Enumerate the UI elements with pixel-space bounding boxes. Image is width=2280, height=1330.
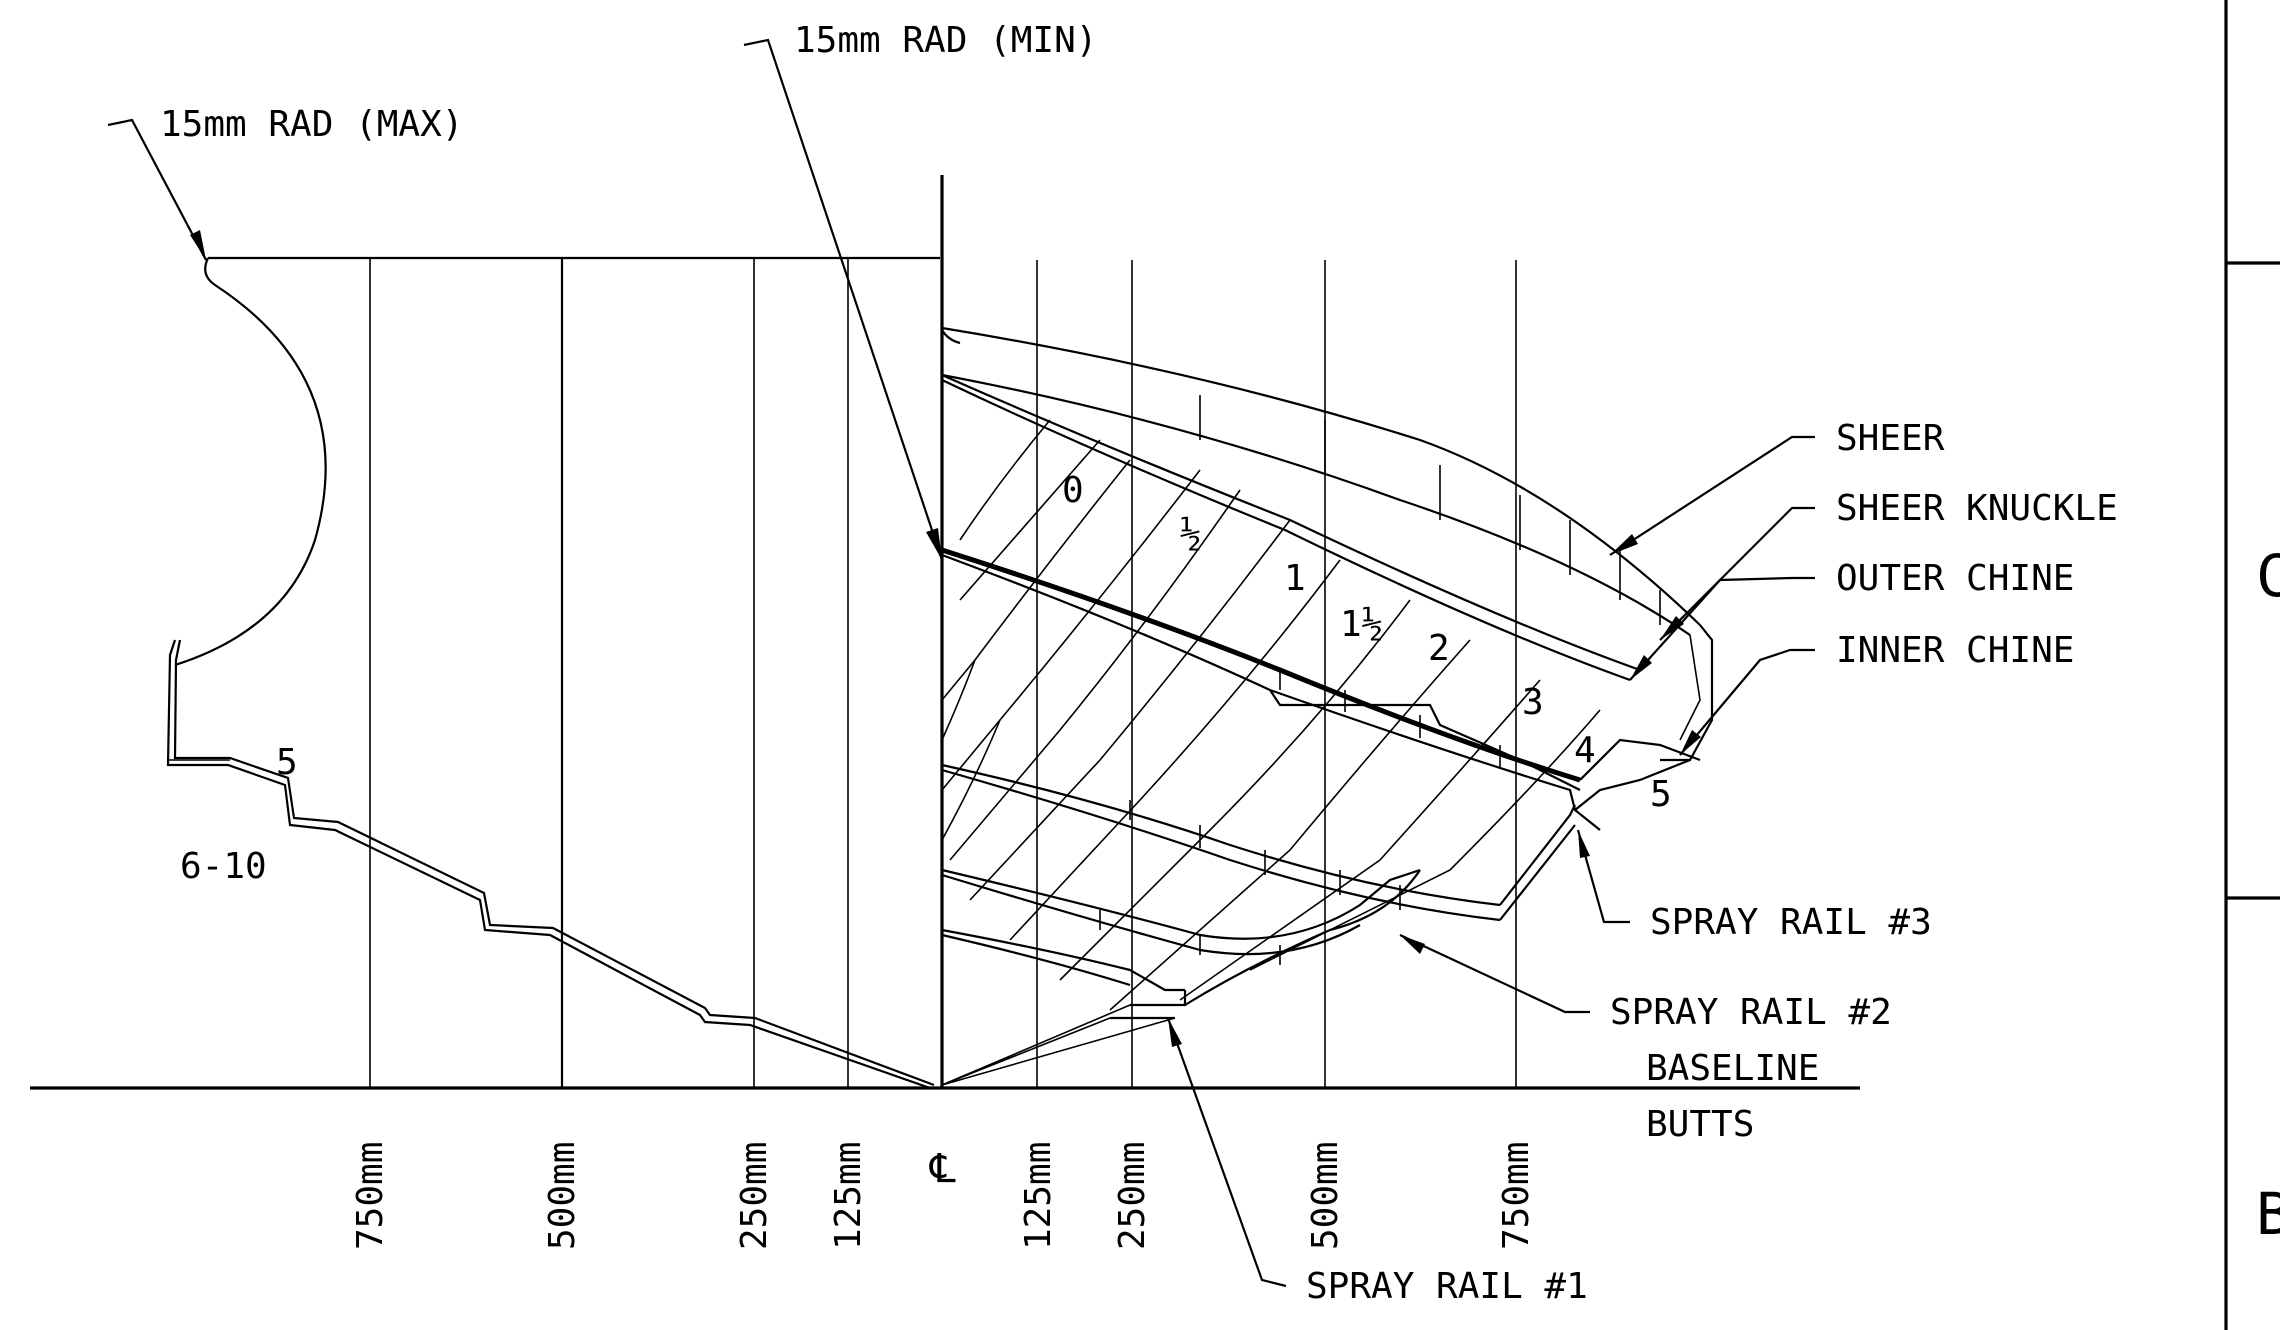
station-number-1: 1 bbox=[1284, 558, 1306, 599]
callout-outer-chine: OUTER CHINE bbox=[1836, 558, 2074, 599]
callout-spray-rail-3: SPRAY RAIL #3 bbox=[1650, 902, 1932, 943]
title-block-letter-b: B bbox=[2256, 1180, 2280, 1248]
leader-rad-min: 15mm RAD (MIN) bbox=[743, 20, 1097, 561]
callout-spray-rail-1: SPRAY RAIL #1 bbox=[1306, 1266, 1588, 1307]
title-block-letter-c: C bbox=[2256, 542, 2280, 610]
butt-tick-right-750: 750mm bbox=[1496, 1142, 1537, 1250]
baseline-label: BASELINE bbox=[1646, 1048, 1819, 1089]
callout-labels: SHEER SHEER KNUCKLE OUTER CHINE INNER CH… bbox=[1306, 418, 2118, 1307]
one-and-half-station-label: 1½ bbox=[1340, 604, 1383, 645]
station-number-5: 5 bbox=[1650, 774, 1672, 815]
butt-tick-left-750: 750mm bbox=[350, 1142, 391, 1250]
butt-tick-left-250: 250mm bbox=[734, 1142, 775, 1250]
centerline-symbol: ℄ bbox=[929, 1146, 956, 1192]
station-number-4: 4 bbox=[1574, 730, 1596, 771]
callout-leaders bbox=[1166, 435, 1815, 1288]
butt-tick-left-125: 125mm bbox=[828, 1142, 869, 1250]
butt-lines-left bbox=[369, 258, 849, 1088]
butt-tick-right-125: 125mm bbox=[1018, 1142, 1059, 1250]
butt-tick-right-250: 250mm bbox=[1112, 1142, 1153, 1250]
leader-rad-max-label: 15mm RAD (MAX) bbox=[160, 104, 463, 145]
butts-label: BUTTS bbox=[1646, 1104, 1754, 1145]
leader-rad-max: 15mm RAD (MAX) bbox=[107, 104, 463, 261]
left-range-label: 6-10 bbox=[180, 846, 267, 887]
left-station-label: 5 bbox=[276, 742, 298, 783]
title-block: C B bbox=[2224, 0, 2280, 1330]
body-section-left bbox=[166, 257, 935, 1090]
station-number-2: 2 bbox=[1428, 628, 1450, 669]
half-station-label: ½ bbox=[1180, 514, 1202, 555]
callout-sheer: SHEER bbox=[1836, 418, 1945, 459]
callout-spray-rail-2: SPRAY RAIL #2 bbox=[1610, 992, 1892, 1033]
callout-sheer-knuckle: SHEER KNUCKLE bbox=[1836, 488, 2118, 529]
station-number-3: 3 bbox=[1522, 682, 1544, 723]
station-curves bbox=[941, 419, 1601, 1011]
butt-lines-right bbox=[1036, 260, 1517, 1088]
leader-rad-min-label: 15mm RAD (MIN) bbox=[794, 20, 1097, 61]
butt-tick-labels: 750mm 500mm 250mm 125mm ℄ 125mm 250mm 50… bbox=[350, 1142, 1537, 1250]
butt-tick-left-500: 500mm bbox=[542, 1142, 583, 1250]
butt-tick-right-500: 500mm bbox=[1305, 1142, 1346, 1250]
callout-inner-chine: INNER CHINE bbox=[1836, 630, 2074, 671]
hull-perspective bbox=[941, 326, 1714, 1086]
station-numbers: 0 1 2 3 4 5 ½ 1½ bbox=[1062, 470, 1672, 815]
station-number-0: 0 bbox=[1062, 470, 1084, 511]
